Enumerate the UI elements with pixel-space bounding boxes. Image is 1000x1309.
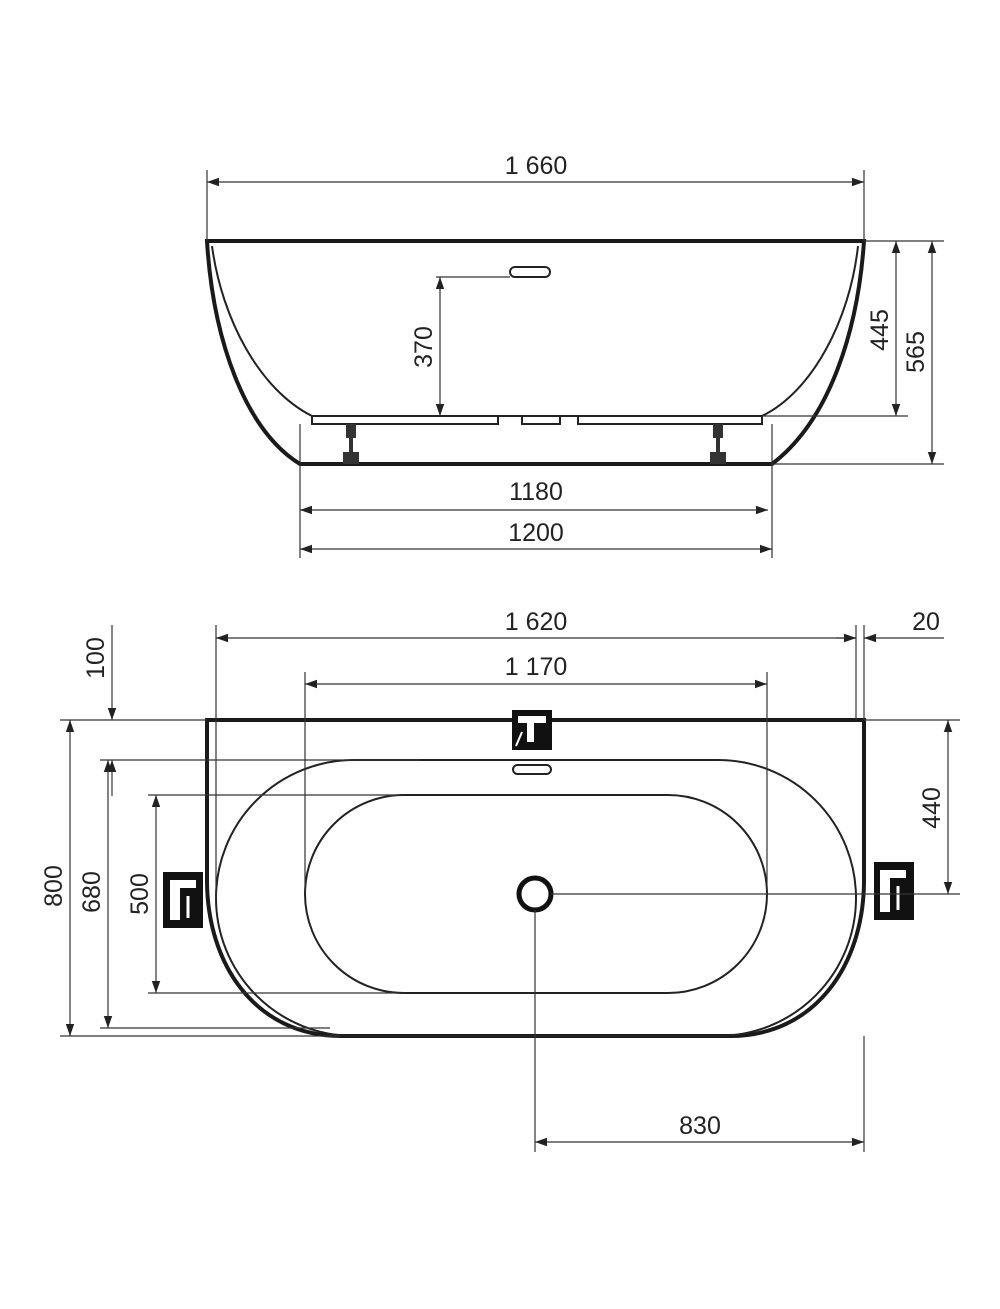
dim-back-offset: 100 xyxy=(82,637,110,679)
wall-faucet-icon xyxy=(512,710,552,750)
dim-base-outer: 1200 xyxy=(508,519,564,547)
dim-drain-offset: 830 xyxy=(679,1112,721,1140)
side-overflow-slot xyxy=(509,266,551,278)
side-tub-inner-wall xyxy=(211,245,859,417)
side-faucet-left-icon xyxy=(163,872,203,928)
dim-tap-offset: 440 xyxy=(918,787,946,829)
dim-inner-length: 1 170 xyxy=(505,653,568,681)
dim-outer-width: 800 xyxy=(40,865,68,907)
side-view: 1 660 370 445 565 1180 1200 xyxy=(204,152,944,558)
side-base-plate xyxy=(311,416,763,425)
top-rim-edge xyxy=(215,759,857,1037)
top-overflow-slot xyxy=(512,764,552,775)
side-foot-right xyxy=(710,424,726,464)
dim-rim-width: 680 xyxy=(78,871,106,913)
side-tub-outline xyxy=(204,239,867,466)
dim-inner-width: 500 xyxy=(126,873,154,915)
dim-height-to-rim: 445 xyxy=(866,309,894,351)
top-view: 1 620 20 1 170 100 800 680 500 440 xyxy=(40,608,960,1152)
dim-overflow-height: 370 xyxy=(410,326,438,368)
dim-overall-length: 1 660 xyxy=(505,152,568,180)
dim-total-height: 565 xyxy=(902,331,930,373)
side-foot-left xyxy=(343,424,359,464)
dim-wall-gap: 20 xyxy=(912,608,940,636)
drain-icon xyxy=(516,875,554,913)
dim-base-inner: 1180 xyxy=(509,478,563,506)
dim-outer-length: 1 620 xyxy=(505,608,568,636)
side-faucet-right-icon xyxy=(874,862,914,920)
